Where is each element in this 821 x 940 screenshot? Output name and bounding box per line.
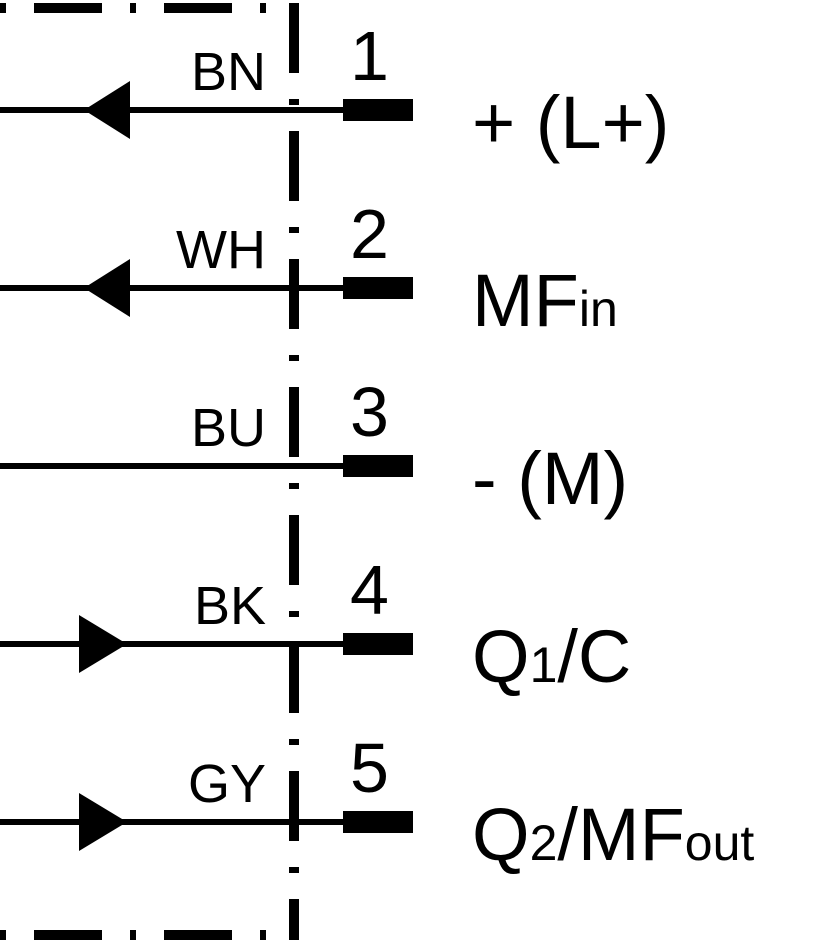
signal-main: - (M) xyxy=(472,437,628,520)
signal-main: MF xyxy=(472,259,579,342)
signal-label: MFin xyxy=(472,259,618,342)
terminal xyxy=(343,99,413,121)
arrow-right-icon xyxy=(79,615,127,673)
wire-color-label: GY xyxy=(188,754,266,814)
wire-color-label: WH xyxy=(176,220,266,280)
arrow-right-icon xyxy=(79,793,127,851)
pin-row-1: BN 1 + (L+) xyxy=(0,17,669,164)
pin-row-3: BU 3 - (M) xyxy=(0,373,628,520)
arrow-left-icon xyxy=(84,259,130,317)
terminal xyxy=(343,455,413,477)
arrow-left-icon xyxy=(84,81,130,139)
signal-subscript-2: out xyxy=(685,815,755,871)
wire-color-label: BU xyxy=(191,398,266,458)
wire-color-label: BN xyxy=(191,42,266,102)
signal-subscript: 1 xyxy=(530,637,558,693)
pin-number: 3 xyxy=(350,373,389,451)
pin-number: 1 xyxy=(350,17,389,95)
signal-label: Q1/C xyxy=(472,615,631,698)
pin-row-4: BK 4Q1/C xyxy=(0,551,631,698)
signal-main: Q xyxy=(472,615,530,698)
pin-row-5: GY 5Q2/MFout xyxy=(0,729,754,876)
pin-number: 5 xyxy=(350,729,389,807)
pin-number: 4 xyxy=(350,551,389,629)
signal-subscript: 2 xyxy=(530,815,558,871)
signal-suffix: /C xyxy=(557,615,631,698)
signal-main: + (L+) xyxy=(472,81,669,164)
signal-label: + (L+) xyxy=(472,81,669,164)
wire-color-label: BK xyxy=(194,576,266,636)
device-boundary xyxy=(0,3,299,940)
terminal xyxy=(343,277,413,299)
signal-suffix: /MF xyxy=(557,793,684,876)
terminal xyxy=(343,811,413,833)
signal-main: Q xyxy=(472,793,530,876)
signal-label: Q2/MFout xyxy=(472,793,754,876)
signal-label: - (M) xyxy=(472,437,628,520)
terminal xyxy=(343,633,413,655)
signal-subscript: in xyxy=(579,281,618,337)
pin-number: 2 xyxy=(350,195,389,273)
